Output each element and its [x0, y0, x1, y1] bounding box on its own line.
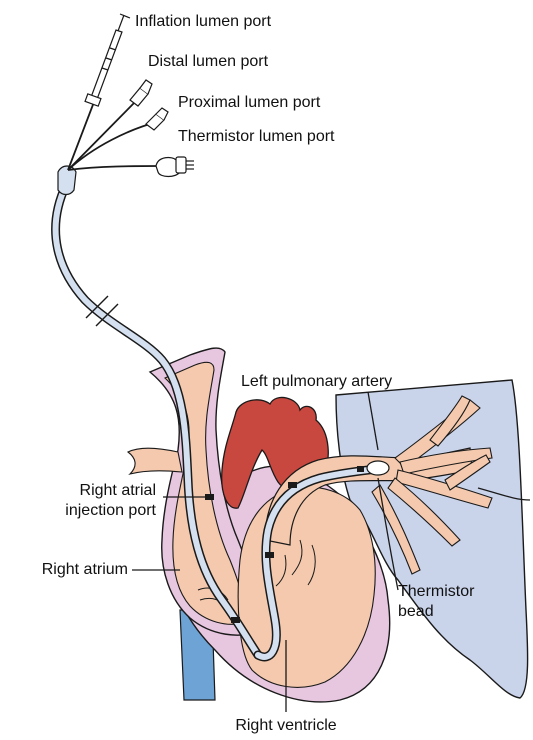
label-thermistor-port: Thermistor lumen port	[178, 127, 335, 146]
label-distal-port: Distal lumen port	[148, 52, 268, 71]
brachiocephalic-vein	[128, 448, 182, 474]
label-right-ventricle: Right ventricle	[206, 716, 366, 735]
label-thermistor-bead-line2: bead	[398, 602, 434, 621]
thermistor-bead-balloon	[367, 461, 389, 475]
label-right-atrial-injection-line2: injection port	[28, 501, 156, 520]
thermistor-port-connector-icon	[156, 157, 194, 177]
label-thermistor-bead-line1: Thermistor	[398, 582, 474, 601]
syringe-icon	[85, 14, 130, 106]
label-left-pulmonary-artery: Left pulmonary artery	[241, 372, 392, 391]
label-right-atrial-injection-line1: Right atrial	[28, 481, 156, 500]
port-lines	[68, 102, 160, 170]
label-inflation-port: Inflation lumen port	[135, 12, 271, 31]
label-proximal-port: Proximal lumen port	[178, 93, 320, 112]
distal-port-connector-icon	[130, 80, 152, 106]
proximal-port-connector-icon	[146, 108, 168, 130]
label-right-atrium: Right atrium	[0, 560, 128, 579]
